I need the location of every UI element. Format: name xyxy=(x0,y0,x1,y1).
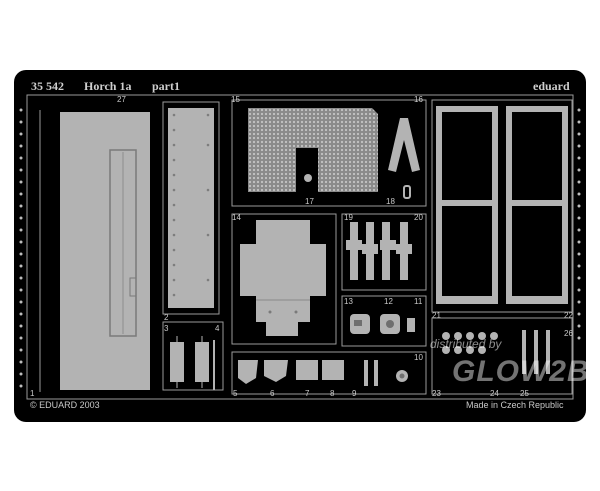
part-2-strip xyxy=(162,101,220,315)
part-number: 16 xyxy=(414,95,423,104)
part-number: 13 xyxy=(344,297,353,306)
part-number: 6 xyxy=(270,389,275,398)
part-number: 11 xyxy=(414,297,423,306)
part-number: 18 xyxy=(386,197,395,206)
part-number: 25 xyxy=(520,389,529,398)
part-number: 12 xyxy=(384,297,393,306)
part-number: 22 xyxy=(564,311,573,320)
part-number: 20 xyxy=(414,213,423,222)
parts-19-20 xyxy=(341,213,427,291)
part-number: 17 xyxy=(305,197,314,206)
part-number: 24 xyxy=(490,389,499,398)
edge-perforations xyxy=(19,108,581,388)
brand-name: eduard xyxy=(533,79,570,93)
parts-23-26 xyxy=(431,317,573,395)
kit-code: 35 542 xyxy=(31,79,64,93)
parts-11-12-13 xyxy=(341,295,427,347)
part-number: 21 xyxy=(432,311,441,320)
part-15-grille xyxy=(231,99,427,207)
copyright-text: © EDUARD 2003 xyxy=(30,400,100,410)
part-number: 10 xyxy=(414,353,423,362)
part-number: 8 xyxy=(330,389,335,398)
origin-text: Made in Czech Republic xyxy=(466,400,564,410)
part-number: 27 xyxy=(117,95,126,104)
part-number: 1 xyxy=(30,389,35,398)
part-number: 26 xyxy=(564,329,573,338)
part-number: 14 xyxy=(232,213,241,222)
part-number: 7 xyxy=(305,389,310,398)
part-number: 9 xyxy=(352,389,357,398)
part-number: 4 xyxy=(215,324,220,333)
part-14 xyxy=(231,213,337,345)
parts-3-4 xyxy=(162,321,224,391)
part-1-panel xyxy=(39,110,150,392)
part-number: 2 xyxy=(164,313,169,322)
kit-title: Horch 1a xyxy=(84,79,132,93)
part-number: 5 xyxy=(233,389,238,398)
small-parts-row xyxy=(231,351,427,395)
kit-part: part1 xyxy=(152,79,180,93)
part-number: 15 xyxy=(231,95,240,104)
parts-21-22-frames xyxy=(431,99,573,313)
part-number: 3 xyxy=(164,324,169,333)
part-number: 23 xyxy=(432,389,441,398)
part-number: 19 xyxy=(344,213,353,222)
watermark-logo: GLOW2B xyxy=(452,355,590,388)
watermark-distributed: distributed by xyxy=(430,337,502,351)
